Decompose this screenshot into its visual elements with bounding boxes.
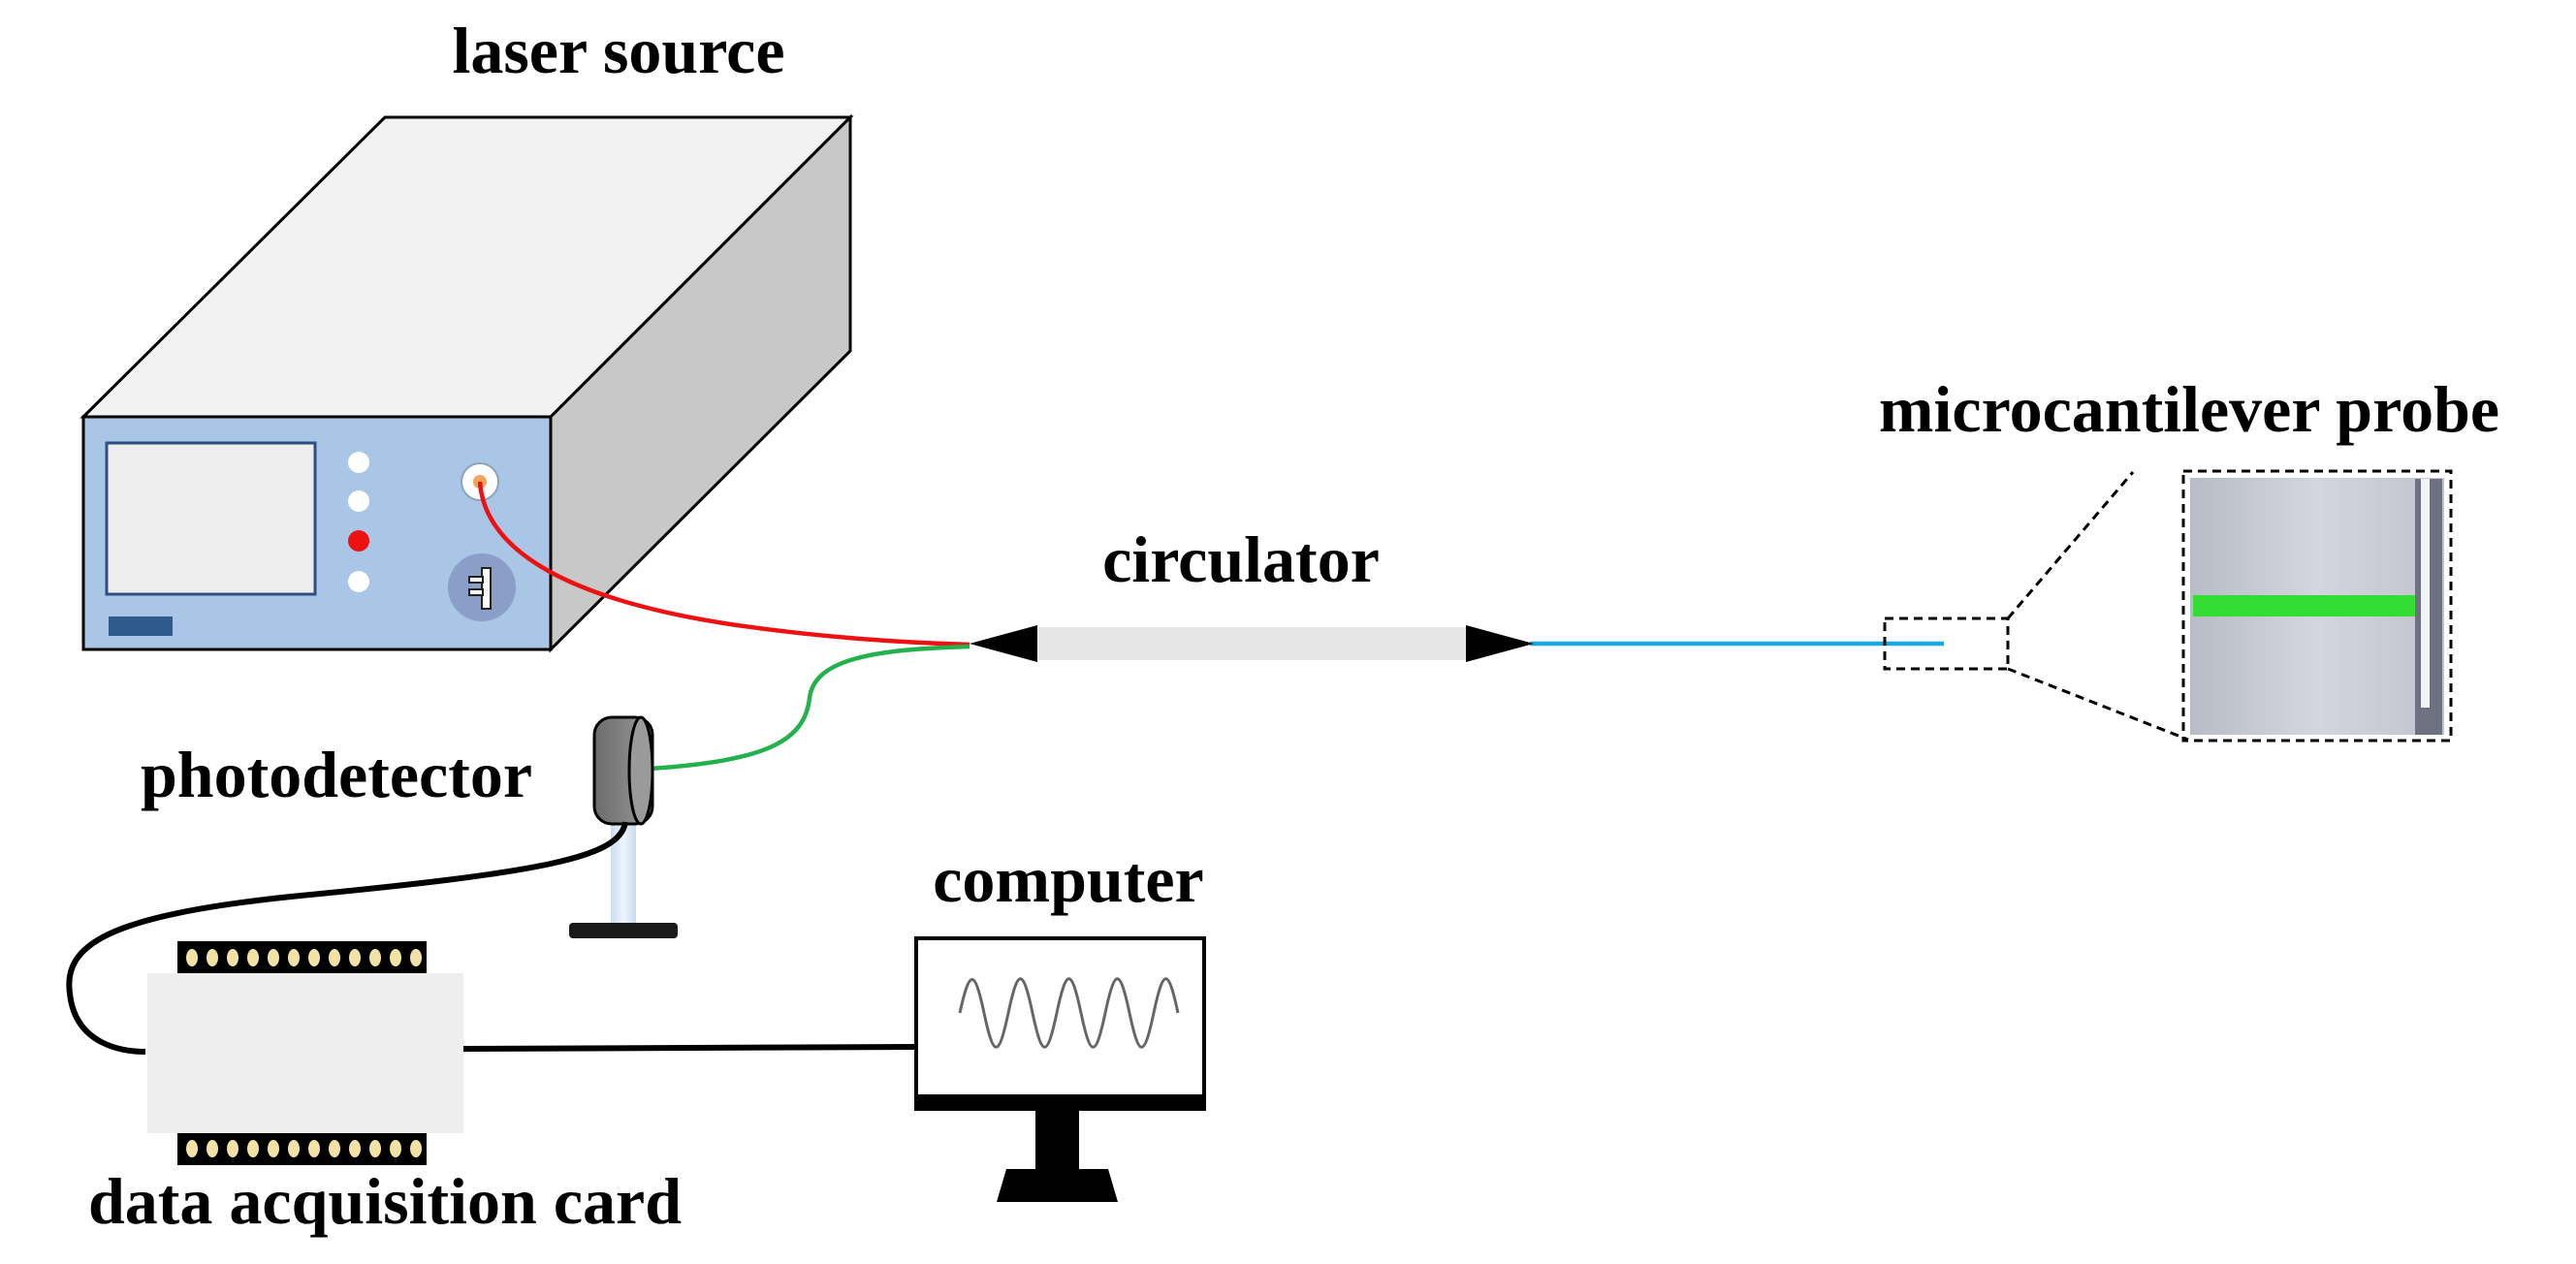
panel-button-3[interactable] bbox=[348, 571, 369, 592]
sine-wave bbox=[958, 977, 1180, 1049]
probe-zoom-frame bbox=[2181, 469, 2453, 743]
monitor-screen[interactable] bbox=[914, 936, 1206, 1098]
laser-slot bbox=[109, 616, 173, 636]
circulator-right-connector bbox=[1466, 625, 1534, 662]
daq-bottom-pin-header bbox=[177, 1133, 427, 1165]
label-data-acquisition-card: data acquisition card bbox=[88, 1164, 682, 1238]
status-led bbox=[348, 530, 369, 552]
label-photodetector: photodetector bbox=[141, 738, 532, 811]
photodetector-base bbox=[569, 923, 678, 938]
laser-source bbox=[80, 113, 854, 653]
panel-button-2[interactable] bbox=[348, 490, 369, 512]
monitor-neck bbox=[1035, 1111, 1079, 1169]
label-circulator: circulator bbox=[1102, 522, 1380, 596]
probe-tip-region bbox=[1883, 616, 2010, 671]
photodetector bbox=[569, 715, 678, 938]
daq-top-pin-header bbox=[177, 941, 427, 973]
data-acquisition-card bbox=[147, 941, 463, 1165]
monitor-bezel-bottom bbox=[914, 1094, 1206, 1111]
panel-button-1[interactable] bbox=[348, 452, 369, 473]
daq-top-pins bbox=[186, 949, 422, 966]
photodetector-face bbox=[627, 715, 654, 826]
cantilever-beam bbox=[2421, 479, 2430, 708]
laser-display bbox=[105, 441, 317, 596]
circulator-left-connector bbox=[970, 625, 1037, 662]
label-laser-source: laser source bbox=[452, 14, 784, 87]
computer bbox=[914, 936, 1206, 1202]
laser-fiber bbox=[477, 481, 970, 648]
key-icon[interactable] bbox=[448, 553, 516, 621]
circulator-body bbox=[1037, 627, 1468, 660]
photodetector-cable bbox=[66, 821, 628, 1055]
probe-zoom bbox=[1883, 469, 2453, 743]
label-microcantilever-probe: microcantilever probe bbox=[1879, 372, 2499, 446]
daq-body bbox=[147, 973, 463, 1133]
circulator bbox=[970, 625, 1534, 662]
return-fiber bbox=[649, 644, 970, 772]
daq-bottom-pins bbox=[186, 1140, 422, 1157]
daq-computer-cable bbox=[462, 1044, 917, 1052]
zoom-line-bottom bbox=[2007, 667, 2189, 742]
label-computer: computer bbox=[933, 842, 1203, 916]
probe-light-beam bbox=[2193, 595, 2424, 616]
monitor-stand bbox=[997, 1169, 1118, 1202]
zoom-line-top bbox=[2006, 471, 2135, 619]
